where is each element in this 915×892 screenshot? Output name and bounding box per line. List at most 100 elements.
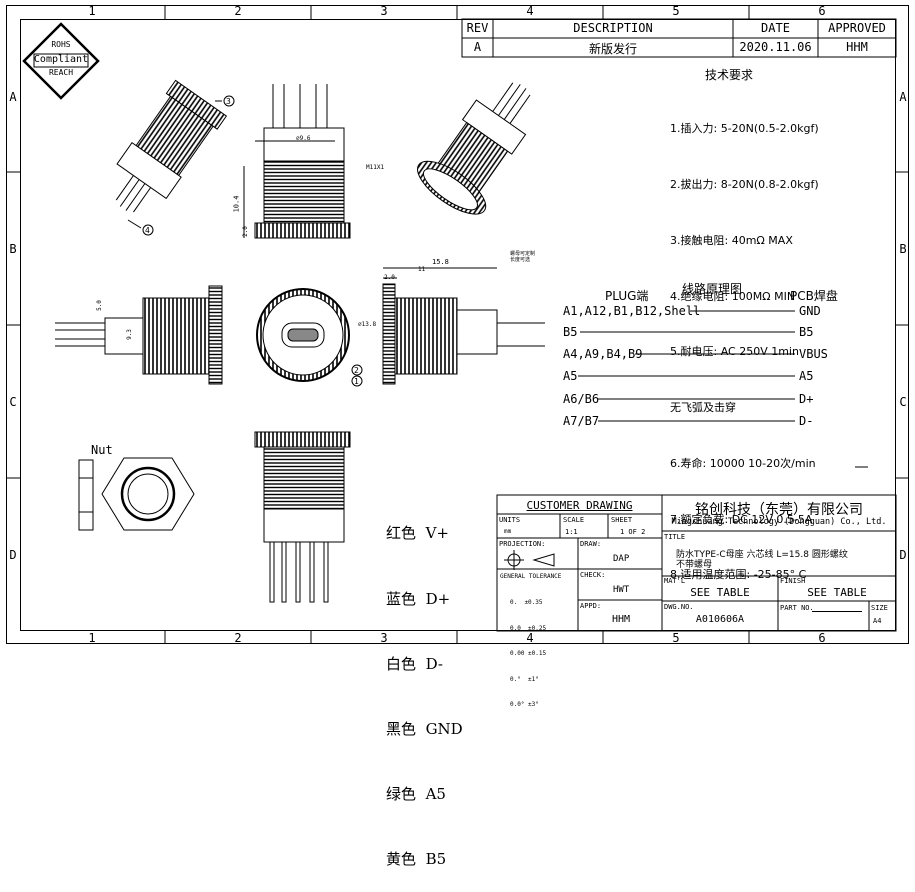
check-value: HWT bbox=[613, 585, 630, 595]
revision-table-grid bbox=[461, 18, 897, 58]
finish-value: SEE TABLE bbox=[807, 586, 867, 599]
title-label: TITLE bbox=[664, 533, 686, 541]
bottom-front-view bbox=[254, 431, 351, 603]
zone-row-b: B bbox=[9, 242, 17, 256]
scale-label: SCALE bbox=[563, 516, 585, 524]
company-name-en: Mingchuang Technology (Dongguan) Co., Lt… bbox=[671, 517, 887, 527]
appd-value: HHM bbox=[612, 614, 631, 625]
tolerance-5: 0.0° ±3° bbox=[510, 701, 539, 708]
svg-text:2: 2 bbox=[354, 366, 359, 375]
rev-header: REV bbox=[466, 21, 489, 35]
zone-col-5-bottom: 5 bbox=[672, 631, 680, 645]
zone-grid bbox=[6, 5, 909, 644]
zone-row-d: D bbox=[9, 548, 17, 562]
zone-row-b-right: B bbox=[899, 242, 907, 256]
svg-text:4: 4 bbox=[145, 226, 150, 235]
sheet-label: SHEET bbox=[611, 516, 633, 524]
requirement-1: 1.插入力: 5-20N(0.5-2.0kgf) bbox=[670, 122, 819, 136]
zone-col-2: 2 bbox=[234, 4, 242, 18]
description-header: DESCRIPTION bbox=[573, 21, 653, 35]
iso-view-left bbox=[115, 79, 235, 236]
size-label: SIZE bbox=[871, 604, 888, 612]
tolerance-1: 0. ±0.35 bbox=[510, 599, 543, 606]
pcb-header: PCB焊盘 bbox=[790, 289, 838, 303]
requirement-3: 3.接触电阻: 40mΩ MAX bbox=[670, 233, 793, 247]
tolerance-list: 0. ±0.35 0.0 ±0.25 0.00 ±0.15 0.° ±1° 0.… bbox=[510, 582, 546, 718]
side-view-right bbox=[382, 267, 545, 385]
circuit-left-2: B5 bbox=[563, 325, 578, 339]
zone-col-4: 4 bbox=[526, 4, 534, 18]
rev-value: A bbox=[473, 40, 482, 54]
dim-note: 螺母可定制 长度可选 bbox=[510, 251, 536, 263]
rohs-label: ROHS bbox=[51, 40, 71, 49]
approved-header: APPROVED bbox=[828, 21, 886, 35]
wire-row-4: 黑色 GND bbox=[386, 719, 463, 738]
zone-col-3-bottom: 3 bbox=[380, 631, 388, 645]
dim-thread: M11X1 bbox=[366, 164, 385, 171]
wire-row-6: 黄色 B5 bbox=[386, 849, 447, 868]
date-value: 2020.11.06 bbox=[739, 40, 812, 54]
company-name-cn: 铭创科技（东莞）有限公司 bbox=[695, 502, 863, 518]
dim-d96: ⌀9.6 bbox=[296, 135, 311, 142]
requirement-8: 8.适用温度范围: -25-85° C bbox=[670, 568, 807, 582]
draw-label: DRAW: bbox=[580, 540, 602, 548]
tolerance-4: 0.° ±1° bbox=[510, 675, 539, 683]
circuit-right-1: GND bbox=[799, 304, 821, 318]
requirement-5b: 无飞弧及击穿 bbox=[670, 401, 736, 415]
iso-view-right bbox=[417, 82, 531, 215]
zone-row-c: C bbox=[9, 395, 17, 409]
dim-l158: 15.8 bbox=[432, 258, 449, 266]
requirements-list: 1.插入力: 5-20N(0.5-2.0kgf) 2.拔出力: 8-20N(0.… bbox=[670, 83, 819, 604]
plug-header: PLUG端 bbox=[605, 289, 649, 303]
zone-row-a-right: A bbox=[899, 90, 907, 104]
units-value: mm bbox=[504, 528, 512, 535]
tolerance-2: 0.0 ±0.25 bbox=[510, 624, 547, 632]
circuit-right-2: B5 bbox=[799, 325, 814, 339]
circuit-right-3: VBUS bbox=[799, 347, 828, 361]
tolerance-header: GENERAL TOLERANCE bbox=[500, 573, 562, 580]
zone-col-6-bottom: 6 bbox=[818, 631, 826, 645]
requirement-4: 4.绝缘电阻: 100MΩ MIN bbox=[670, 289, 796, 303]
dim-d138: ⌀13.8 bbox=[358, 321, 377, 328]
zone-col-1-bottom: 1 bbox=[88, 631, 96, 645]
requirements-title: 技术要求 bbox=[705, 68, 754, 82]
svg-text:1: 1 bbox=[354, 377, 359, 386]
circuit-right-5: D+ bbox=[799, 392, 814, 406]
zone-row-a: A bbox=[9, 90, 17, 104]
title-value: 防水TYPE-C母座 六芯线 L=15.8 圆形螺纹 不带螺母 bbox=[676, 550, 848, 570]
zone-col-1: 1 bbox=[88, 4, 96, 18]
part-value bbox=[812, 611, 862, 612]
wire-row-1: 红色 V+ bbox=[386, 524, 449, 543]
nut-label: Nut bbox=[91, 443, 113, 457]
front-view bbox=[243, 84, 351, 239]
circuit-left-5: A6/B6 bbox=[563, 392, 600, 406]
title-block-grid bbox=[496, 494, 897, 632]
side-view-left bbox=[55, 285, 223, 385]
zone-col-5: 5 bbox=[672, 4, 680, 18]
units-label: UNITS bbox=[499, 516, 521, 524]
circuit-left-1: A1,A12,B1,B12,Shell bbox=[563, 304, 701, 318]
circuit-left-3: A4,A9,B4,B9 bbox=[563, 347, 643, 361]
compliant-label: Compliant bbox=[33, 54, 89, 65]
circuit-left-4: A5 bbox=[563, 369, 578, 383]
zone-row-c-right: C bbox=[899, 395, 907, 409]
circuit-title: 线路原理图 bbox=[682, 282, 743, 296]
circuit-left-6: A7/B7 bbox=[563, 414, 600, 428]
requirement-7: 7.额定负载: DC 12V 0.5-5A bbox=[670, 512, 813, 526]
rohs-diamond-logo bbox=[22, 22, 100, 100]
check-label: CHECK: bbox=[580, 571, 606, 579]
requirement-2: 2.拔出力: 8-20N(0.8-2.0kgf) bbox=[670, 177, 819, 191]
wire-row-3: 白色 D- bbox=[386, 654, 443, 673]
part-label: PART NO. bbox=[780, 604, 814, 612]
matl-value: SEE TABLE bbox=[690, 586, 750, 599]
zone-col-6: 6 bbox=[818, 4, 826, 18]
dim-l20: 2.0 bbox=[384, 274, 395, 281]
face-view bbox=[256, 288, 363, 387]
scale-value: 1:1 bbox=[565, 528, 578, 536]
mechanical-views: 3 4 1 2 bbox=[55, 79, 545, 603]
drawing-inner-frame bbox=[20, 19, 896, 631]
circuit-lines bbox=[578, 310, 868, 468]
tolerance-3: 0.00 ±0.15 bbox=[510, 650, 547, 657]
size-value: A4 bbox=[873, 617, 882, 625]
customer-drawing-label: CUSTOMER DRAWING bbox=[526, 499, 633, 512]
